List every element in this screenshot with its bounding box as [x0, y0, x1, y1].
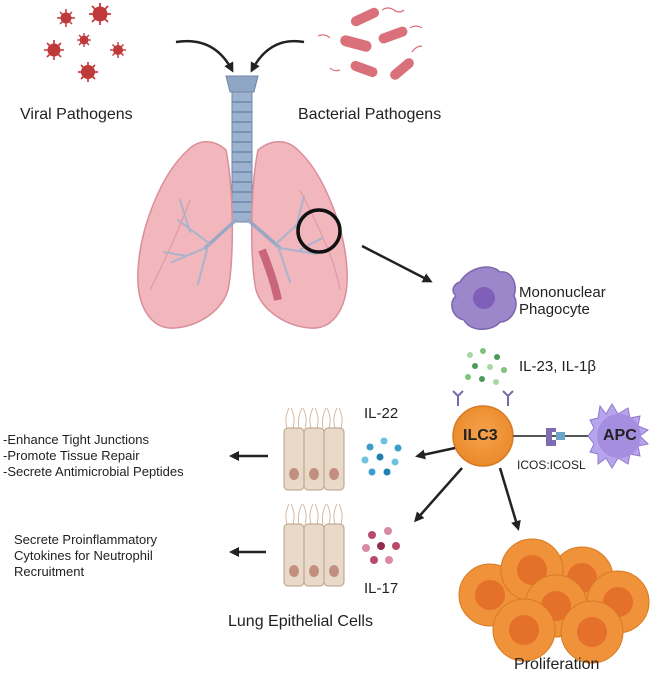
ilc3-receptors [452, 390, 514, 406]
bacterium-icon [378, 25, 423, 44]
phagocyte-label-line2: Phagocyte [519, 301, 590, 318]
macrophage-icon [451, 266, 517, 330]
dendritic-cell-icon [587, 403, 650, 469]
il17-dots [362, 527, 400, 564]
virus-icon [77, 33, 91, 47]
il17-effect-3: Recruitment [14, 564, 85, 579]
cytokine-dots [465, 348, 507, 385]
bacterium-icon [317, 34, 372, 52]
trachea [225, 75, 259, 223]
phagocyte-label-line1: Mononuclear [519, 284, 606, 301]
bacterial-pathogens-label: Bacterial Pathogens [298, 106, 442, 123]
il22-effect-2: -Promote Tissue Repair [3, 448, 140, 463]
virus-group [44, 3, 126, 82]
viral-entry-arrow [175, 39, 234, 73]
epithelial-cells-label: Lung Epithelial Cells [228, 613, 373, 630]
il17-effect-1: Secrete Proinflammatory [14, 532, 158, 547]
bacterium-icon [350, 7, 405, 27]
il22-label: IL-22 [364, 405, 399, 422]
virus-icon [57, 9, 75, 27]
apc-label: APC [603, 427, 637, 444]
ilc3-to-il22-arrow [415, 446, 456, 460]
bacteria-group [317, 7, 423, 80]
focus-circle [296, 208, 342, 254]
viral-pathogens-label: Viral Pathogens [20, 106, 133, 123]
lung-to-phagocyte-arrow [361, 244, 433, 283]
il17-effect-2: Cytokines for Neutrophil [14, 548, 153, 563]
lymphocyte-icon [560, 600, 624, 664]
ilc3-to-proliferation-arrow [498, 467, 521, 531]
epithelial-cells-icon [283, 503, 345, 587]
lung-icon [137, 75, 348, 329]
icos-icosl-label: ICOS:ICOSL [517, 458, 586, 472]
virus-icon [78, 62, 98, 82]
il17-label: IL-17 [364, 580, 399, 597]
proliferation-label: Proliferation [514, 656, 600, 673]
ilc3-to-il17-arrow [414, 467, 463, 523]
epithelial-cells-icon [283, 407, 345, 491]
bacterium-icon [390, 45, 423, 80]
icos-icosl-connector [513, 428, 598, 446]
virus-icon [89, 3, 111, 25]
il22-dots [361, 437, 402, 476]
ilc3-label: ILC3 [463, 427, 498, 444]
virus-icon [44, 40, 64, 60]
proliferation-cluster [458, 538, 650, 664]
il22-effect-1: -Enhance Tight Junctions [3, 432, 149, 447]
bacterium-icon [329, 60, 378, 78]
lymphocyte-icon [492, 598, 556, 662]
cytokines-label: IL-23, IL-1β [519, 358, 596, 375]
virus-icon [110, 42, 126, 58]
il22-effect-3: -Secrete Antimicrobial Peptides [3, 464, 184, 479]
bacterial-entry-arrow [250, 39, 305, 73]
